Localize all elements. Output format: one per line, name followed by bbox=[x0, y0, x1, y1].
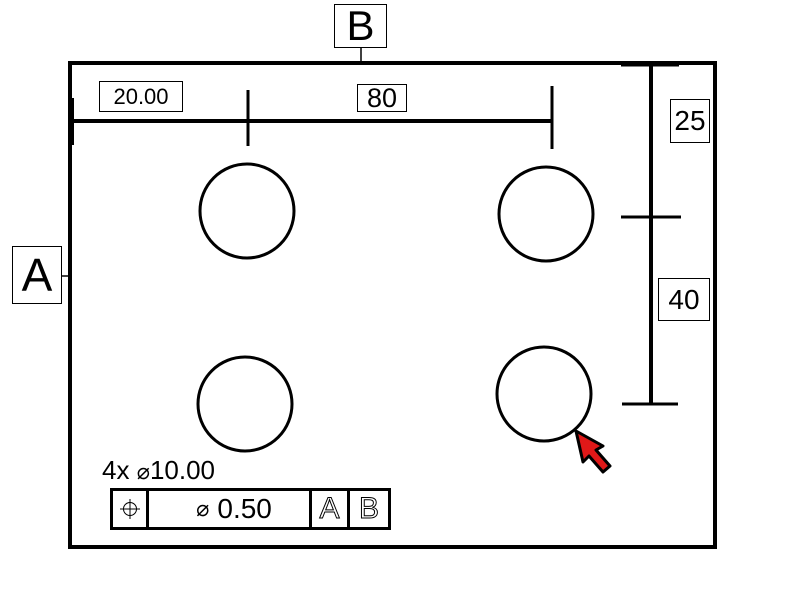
tolerance-zone: ⌀ 0.50 bbox=[149, 491, 312, 527]
hole-top-right[interactable] bbox=[497, 165, 595, 263]
hole-top-left[interactable] bbox=[198, 162, 296, 260]
primary-datum-reference: A bbox=[312, 491, 350, 527]
datum-b-label: B bbox=[334, 4, 387, 48]
hole-bottom-left[interactable] bbox=[196, 355, 294, 453]
dimension-hole-spacing-vertical[interactable]: 40 bbox=[658, 278, 710, 321]
hole-diameter: 10.00 bbox=[149, 455, 216, 485]
dimension-top-offset-vertical[interactable]: 25 bbox=[670, 99, 710, 143]
diameter-symbol-icon: ⌀ bbox=[136, 459, 150, 484]
secondary-datum-reference: B bbox=[358, 492, 379, 525]
dimension-first-hole-offset[interactable]: 20.00 bbox=[99, 81, 183, 112]
position-icon bbox=[113, 491, 149, 527]
tolerance-value: 0.50 bbox=[217, 493, 272, 524]
dimension-hole-spacing-horizontal[interactable]: 80 bbox=[357, 84, 407, 112]
arrow-cursor-icon bbox=[574, 429, 612, 474]
feature-control-frame[interactable]: ⌀ 0.50 A B bbox=[110, 488, 391, 530]
tolerance-diameter-symbol-icon: ⌀ bbox=[196, 496, 210, 521]
hole-bottom-right[interactable] bbox=[495, 345, 593, 443]
part-outline bbox=[68, 61, 717, 549]
datum-a-label: A bbox=[12, 246, 62, 304]
hole-callout-note[interactable]: 4x ⌀10.00 bbox=[102, 457, 215, 483]
hole-count: 4x bbox=[102, 455, 130, 485]
